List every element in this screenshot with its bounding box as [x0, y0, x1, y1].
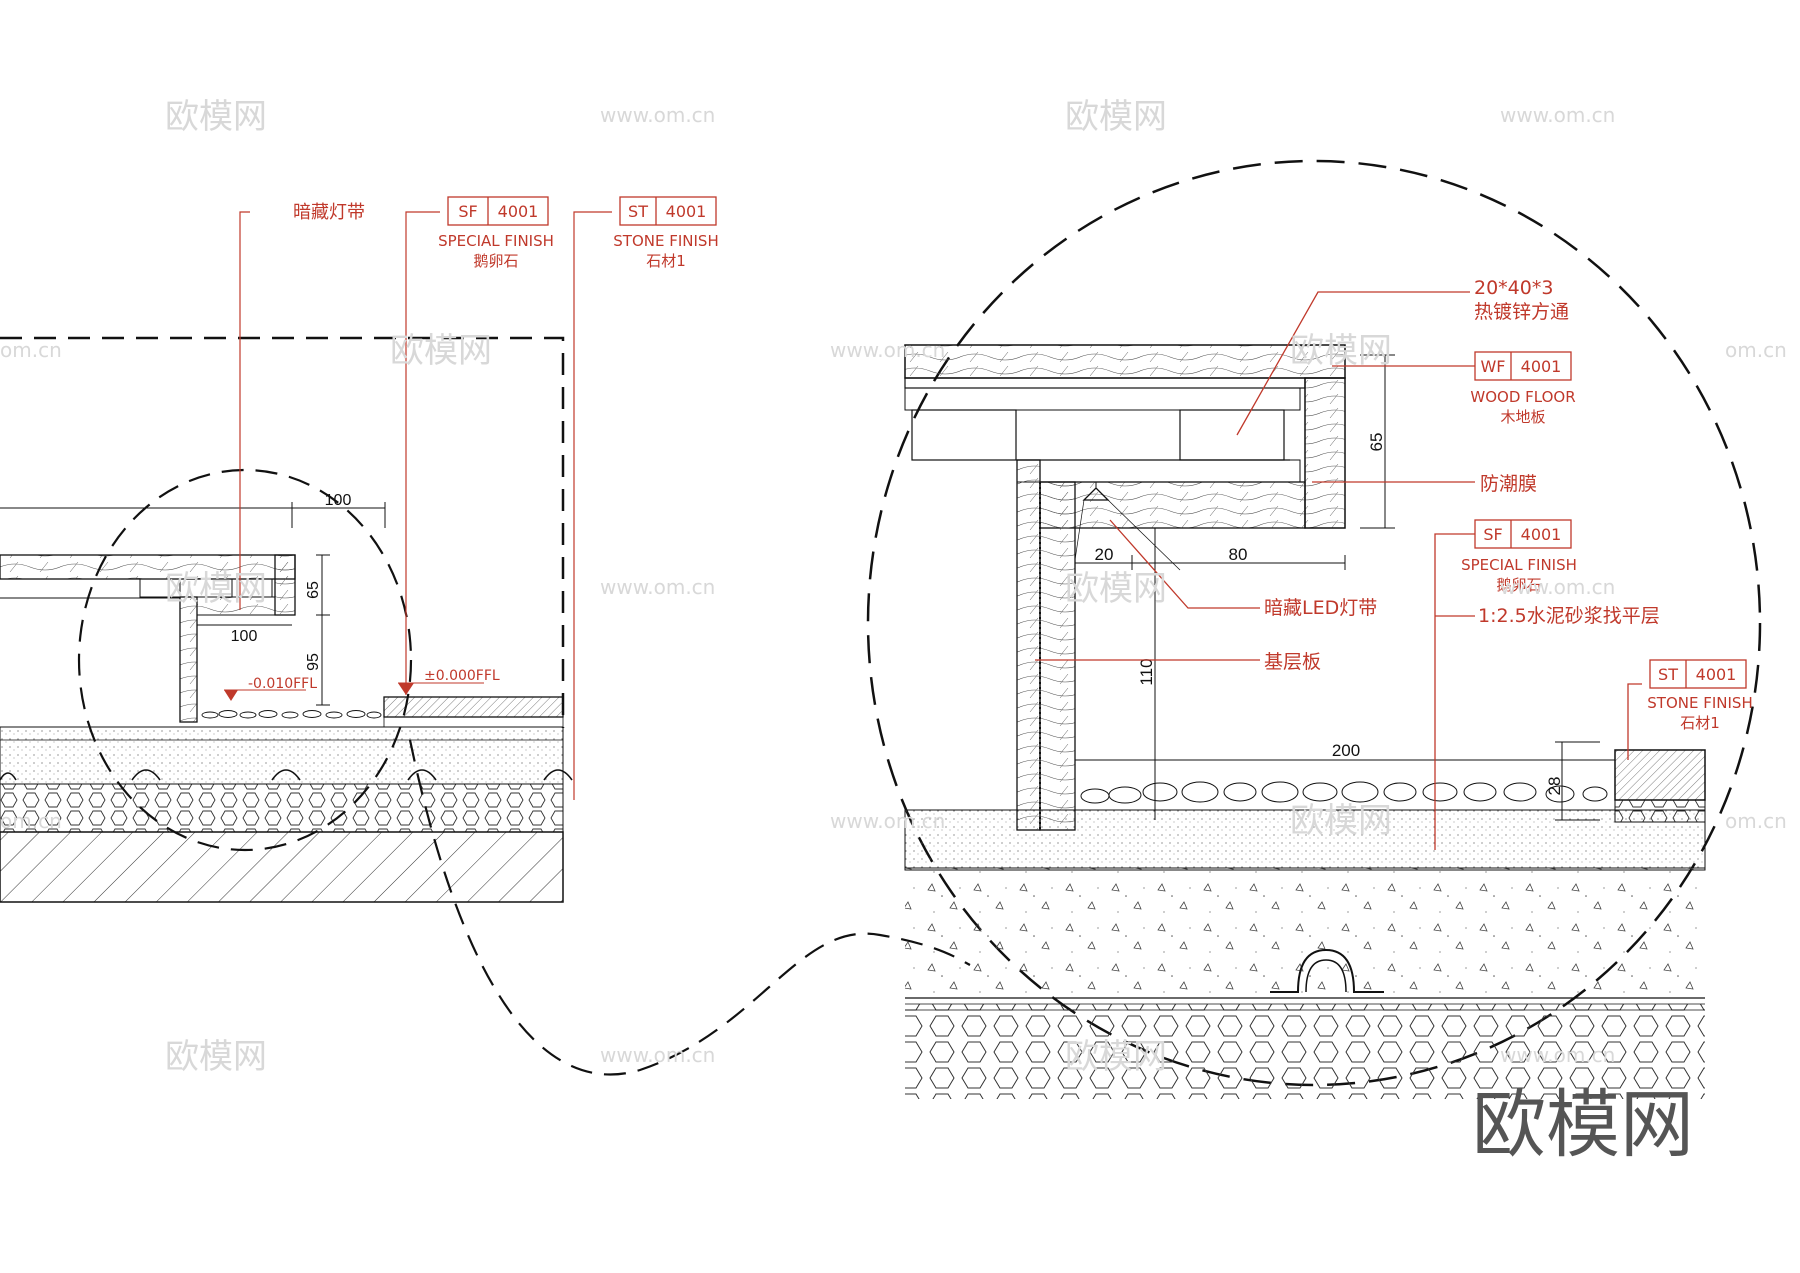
- tag-st-right: ST 4001 STONE FINISH 石材1: [1647, 659, 1753, 732]
- tag-sf-right: SF 4001 SPECIAL FINISH 鹅卵石: [1461, 519, 1577, 594]
- svg-text:欧模网: 欧模网: [165, 569, 267, 609]
- svg-text:鹅卵石: 鹅卵石: [1496, 576, 1541, 594]
- label-steel-tube: 热镀锌方通: [1474, 301, 1569, 323]
- dim-80: 80: [1229, 545, 1248, 564]
- svg-text:STONE FINISH: STONE FINISH: [1647, 694, 1752, 712]
- svg-text:欧模网: 欧模网: [165, 1037, 267, 1077]
- svg-text:欧模网: 欧模网: [165, 97, 267, 137]
- svg-text:ST: ST: [1658, 665, 1678, 684]
- right-detail-view: 65 20 80 110 200 28 20*40*3 热镀锌方通 WF 400…: [866, 159, 1762, 1099]
- dim-95: 95: [305, 653, 322, 671]
- svg-text:4001: 4001: [1521, 525, 1562, 544]
- level-low: -0.010FFL: [248, 676, 317, 692]
- level-zero: ±0.000FFL: [424, 668, 500, 684]
- dim-65: 65: [305, 581, 322, 599]
- watermarks: 欧模网 www.om.cn 欧模网 www.om.cn om.cn 欧模网 ww…: [0, 97, 1787, 1077]
- svg-text:欧模网: 欧模网: [1290, 801, 1392, 841]
- svg-text:www.om.cn: www.om.cn: [600, 103, 715, 127]
- label-steel-size: 20*40*3: [1474, 277, 1553, 299]
- svg-text:www.om.cn: www.om.cn: [1500, 103, 1615, 127]
- svg-text:SPECIAL FINISH: SPECIAL FINISH: [438, 232, 554, 250]
- svg-text:WOOD FLOOR: WOOD FLOOR: [1470, 388, 1575, 406]
- svg-text:欧模网: 欧模网: [1290, 331, 1392, 371]
- svg-text:om.cn: om.cn: [0, 809, 62, 833]
- dim-20: 20: [1095, 545, 1114, 564]
- svg-text:www.om.cn: www.om.cn: [600, 575, 715, 599]
- dim-top-100: 100: [325, 492, 352, 509]
- tag-st-left: ST 4001 STONE FINISH 石材1: [613, 196, 719, 270]
- svg-text:om.cn: om.cn: [1725, 338, 1787, 362]
- svg-text:鹅卵石: 鹅卵石: [473, 252, 518, 270]
- svg-text:www.om.cn: www.om.cn: [830, 809, 945, 833]
- svg-text:欧模网: 欧模网: [1065, 1037, 1167, 1077]
- svg-text:欧模网: 欧模网: [390, 331, 492, 371]
- svg-text:WF: WF: [1480, 357, 1505, 376]
- svg-text:木地板: 木地板: [1500, 408, 1545, 426]
- svg-text:4001: 4001: [1521, 357, 1562, 376]
- label-led-strip: 暗藏灯带: [293, 202, 365, 223]
- label-base-board: 基层板: [1264, 651, 1321, 673]
- dim-200: 200: [1332, 741, 1360, 760]
- svg-text:om.cn: om.cn: [0, 338, 62, 362]
- svg-text:ST: ST: [628, 202, 648, 221]
- dim-28: 28: [1545, 777, 1564, 796]
- svg-text:SF: SF: [1483, 525, 1502, 544]
- svg-text:SF: SF: [458, 202, 477, 221]
- label-membrane: 防潮膜: [1480, 473, 1537, 495]
- dim-65: 65: [1367, 433, 1386, 452]
- svg-text:www.om.cn: www.om.cn: [600, 1043, 715, 1067]
- svg-text:4001: 4001: [1696, 665, 1737, 684]
- brand-logo: 欧模网: [1472, 1082, 1694, 1168]
- svg-text:石材1: 石材1: [1680, 714, 1720, 732]
- svg-text:www.om.cn: www.om.cn: [830, 338, 945, 362]
- svg-text:欧模网: 欧模网: [1065, 97, 1167, 137]
- svg-text:4001: 4001: [666, 202, 707, 221]
- svg-text:om.cn: om.cn: [1725, 809, 1787, 833]
- left-section-view: 100 65 95 100 -0.010FFL ±0.000FFL 暗藏灯带 S…: [0, 196, 971, 1076]
- dim-inner-100: 100: [231, 628, 258, 645]
- svg-text:STONE FINISH: STONE FINISH: [613, 232, 718, 250]
- svg-text:欧模网: 欧模网: [1065, 569, 1167, 609]
- tag-wf: WF 4001 WOOD FLOOR 木地板: [1470, 351, 1576, 426]
- svg-text:4001: 4001: [498, 202, 539, 221]
- dim-110: 110: [1137, 658, 1156, 685]
- svg-text:www.om.cn: www.om.cn: [1500, 1043, 1615, 1067]
- svg-text:SPECIAL FINISH: SPECIAL FINISH: [1461, 556, 1577, 574]
- label-led-strip-detail: 暗藏LED灯带: [1264, 597, 1377, 619]
- svg-text:www.om.cn: www.om.cn: [1500, 575, 1615, 599]
- svg-text:石材1: 石材1: [646, 252, 686, 270]
- label-mortar: 1:2.5水泥砂浆找平层: [1478, 605, 1660, 627]
- tag-sf-left: SF 4001 SPECIAL FINISH 鹅卵石: [438, 196, 554, 270]
- level-marker-low: [224, 690, 238, 701]
